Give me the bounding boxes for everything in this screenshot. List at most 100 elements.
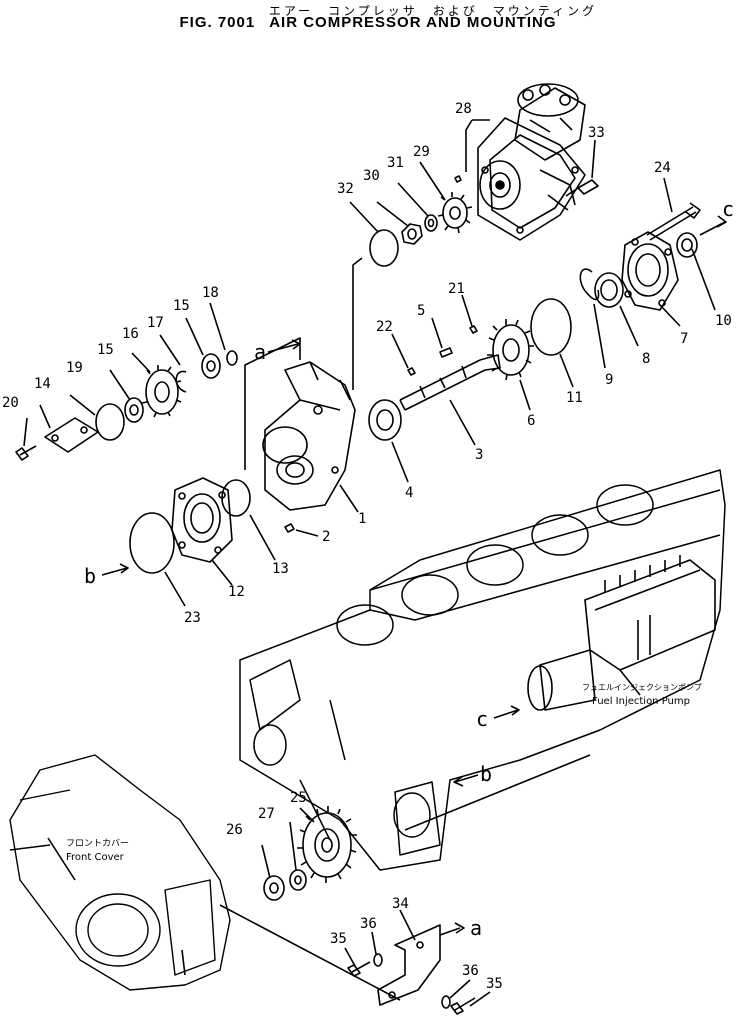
key-22 xyxy=(407,367,416,376)
drive-gear-29 xyxy=(437,192,473,234)
seal-10 xyxy=(676,232,698,258)
part-label-19: 19 xyxy=(66,360,83,376)
arrow-a-top xyxy=(267,339,301,353)
housing-1 xyxy=(262,361,356,511)
ref-letter-b-left: b xyxy=(84,564,96,588)
washer-27 xyxy=(289,869,307,891)
o-ring-13 xyxy=(221,479,251,517)
washer-31 xyxy=(424,214,438,232)
ref-letter-c-right: c xyxy=(722,197,734,221)
part-label-14: 14 xyxy=(34,376,51,392)
washer-36b xyxy=(441,995,451,1009)
air-compressor-28 xyxy=(477,83,586,241)
gear-16 xyxy=(141,365,182,418)
front-cover-label-jp: フロントカバー xyxy=(66,838,129,849)
key-21 xyxy=(469,325,478,334)
ring-18 xyxy=(226,350,238,366)
ref-letter-a-bottom: a xyxy=(470,916,482,940)
part-label-30: 30 xyxy=(363,168,380,184)
part-labels: 1 2 3 4 5 6 7 8 9 10 11 12 13 14 15 15 1… xyxy=(2,101,732,992)
bearing-15b xyxy=(201,353,221,379)
part-label-1: 1 xyxy=(358,511,366,527)
callouts: フロントカバー Front Cover フュエルインジェクションポンプ Fuel… xyxy=(66,683,702,863)
front-cover xyxy=(9,754,231,991)
bolt-24 xyxy=(646,202,701,241)
part-label-23: 23 xyxy=(184,610,201,626)
title-japanese: エアー コンプレッサ および マウンティング xyxy=(268,4,598,18)
key-28 xyxy=(454,175,462,183)
bolt-20 xyxy=(15,445,37,461)
cover-7 xyxy=(621,231,679,311)
fuel-pump-label-jp: フュエルインジェクションポンプ xyxy=(582,683,702,692)
plate-14 xyxy=(44,417,99,453)
fuel-pump-label-en: Fuel Injection Pump xyxy=(592,696,690,707)
part-label-15b: 15 xyxy=(173,298,190,314)
shaft-3 xyxy=(399,354,501,411)
part-label-16: 16 xyxy=(122,326,139,342)
part-label-20: 20 xyxy=(2,395,19,411)
bearing-4 xyxy=(368,399,402,441)
gear-6 xyxy=(487,319,534,381)
part-label-29: 29 xyxy=(413,144,430,160)
arrow-a-bottom xyxy=(439,922,465,936)
snap-ring-17 xyxy=(175,370,187,393)
part-label-26: 26 xyxy=(226,822,243,838)
arrow-b-right xyxy=(453,774,479,787)
part-label-13: 13 xyxy=(272,561,289,577)
part-label-5: 5 xyxy=(417,303,425,319)
key-5 xyxy=(439,347,453,358)
figure-title: FIG. 7001 AIR COMPRESSOR AND MOUNTING xyxy=(0,14,736,31)
bolt-35b xyxy=(450,997,476,1015)
front-cover-label-en: Front Cover xyxy=(66,852,125,863)
part-label-32: 32 xyxy=(337,181,354,197)
snap-ring-9 xyxy=(579,268,600,301)
ref-letter-b-right: b xyxy=(480,762,492,786)
part-label-15: 15 xyxy=(97,342,114,358)
bolt-2 xyxy=(284,523,295,533)
ref-letter-c-bottom: c xyxy=(476,707,488,731)
figure-number: FIG. 7001 xyxy=(179,14,256,31)
part-label-34: 34 xyxy=(392,896,409,912)
part-label-18: 18 xyxy=(202,285,219,301)
bearing-8 xyxy=(594,272,624,308)
part-label-35a: 35 xyxy=(330,931,347,947)
o-ring-32 xyxy=(369,229,399,267)
part-label-8: 8 xyxy=(642,351,650,367)
nut-30 xyxy=(401,223,423,245)
ref-letter-a-top: a xyxy=(254,340,266,364)
o-ring-11 xyxy=(530,298,572,356)
part-label-2: 2 xyxy=(322,529,330,545)
part-label-10: 10 xyxy=(715,313,732,329)
bearing-26 xyxy=(263,875,285,901)
arrow-c-bottom xyxy=(493,705,520,719)
o-ring-19 xyxy=(95,403,125,441)
part-label-11: 11 xyxy=(566,390,583,406)
bolt-35a xyxy=(347,961,371,977)
part-label-35b: 35 xyxy=(486,976,503,992)
part-label-36b: 36 xyxy=(462,963,479,979)
bolt-33 xyxy=(565,179,599,197)
part-label-36a: 36 xyxy=(360,916,377,932)
part-label-33: 33 xyxy=(588,125,605,141)
part-label-28: 28 xyxy=(455,101,472,117)
arrow-b-left xyxy=(101,563,129,576)
part-label-12: 12 xyxy=(228,584,245,600)
o-ring-23 xyxy=(129,512,175,574)
part-label-24: 24 xyxy=(654,160,671,176)
part-label-17: 17 xyxy=(147,315,164,331)
part-label-27: 27 xyxy=(258,806,275,822)
part-label-9: 9 xyxy=(605,372,613,388)
figure-title-text: AIR COMPRESSOR AND MOUNTING xyxy=(269,14,557,31)
idler-gear-25 xyxy=(297,806,357,883)
part-label-25: 25 xyxy=(290,790,307,806)
part-label-22: 22 xyxy=(376,319,393,335)
part-label-7: 7 xyxy=(680,331,688,347)
washer-36a xyxy=(373,953,383,967)
part-label-6: 6 xyxy=(527,413,535,429)
part-label-31: 31 xyxy=(387,155,404,171)
engine-block xyxy=(239,469,726,871)
part-label-3: 3 xyxy=(475,447,483,463)
fuel-injection-pump xyxy=(527,555,716,711)
part-label-4: 4 xyxy=(405,485,413,501)
